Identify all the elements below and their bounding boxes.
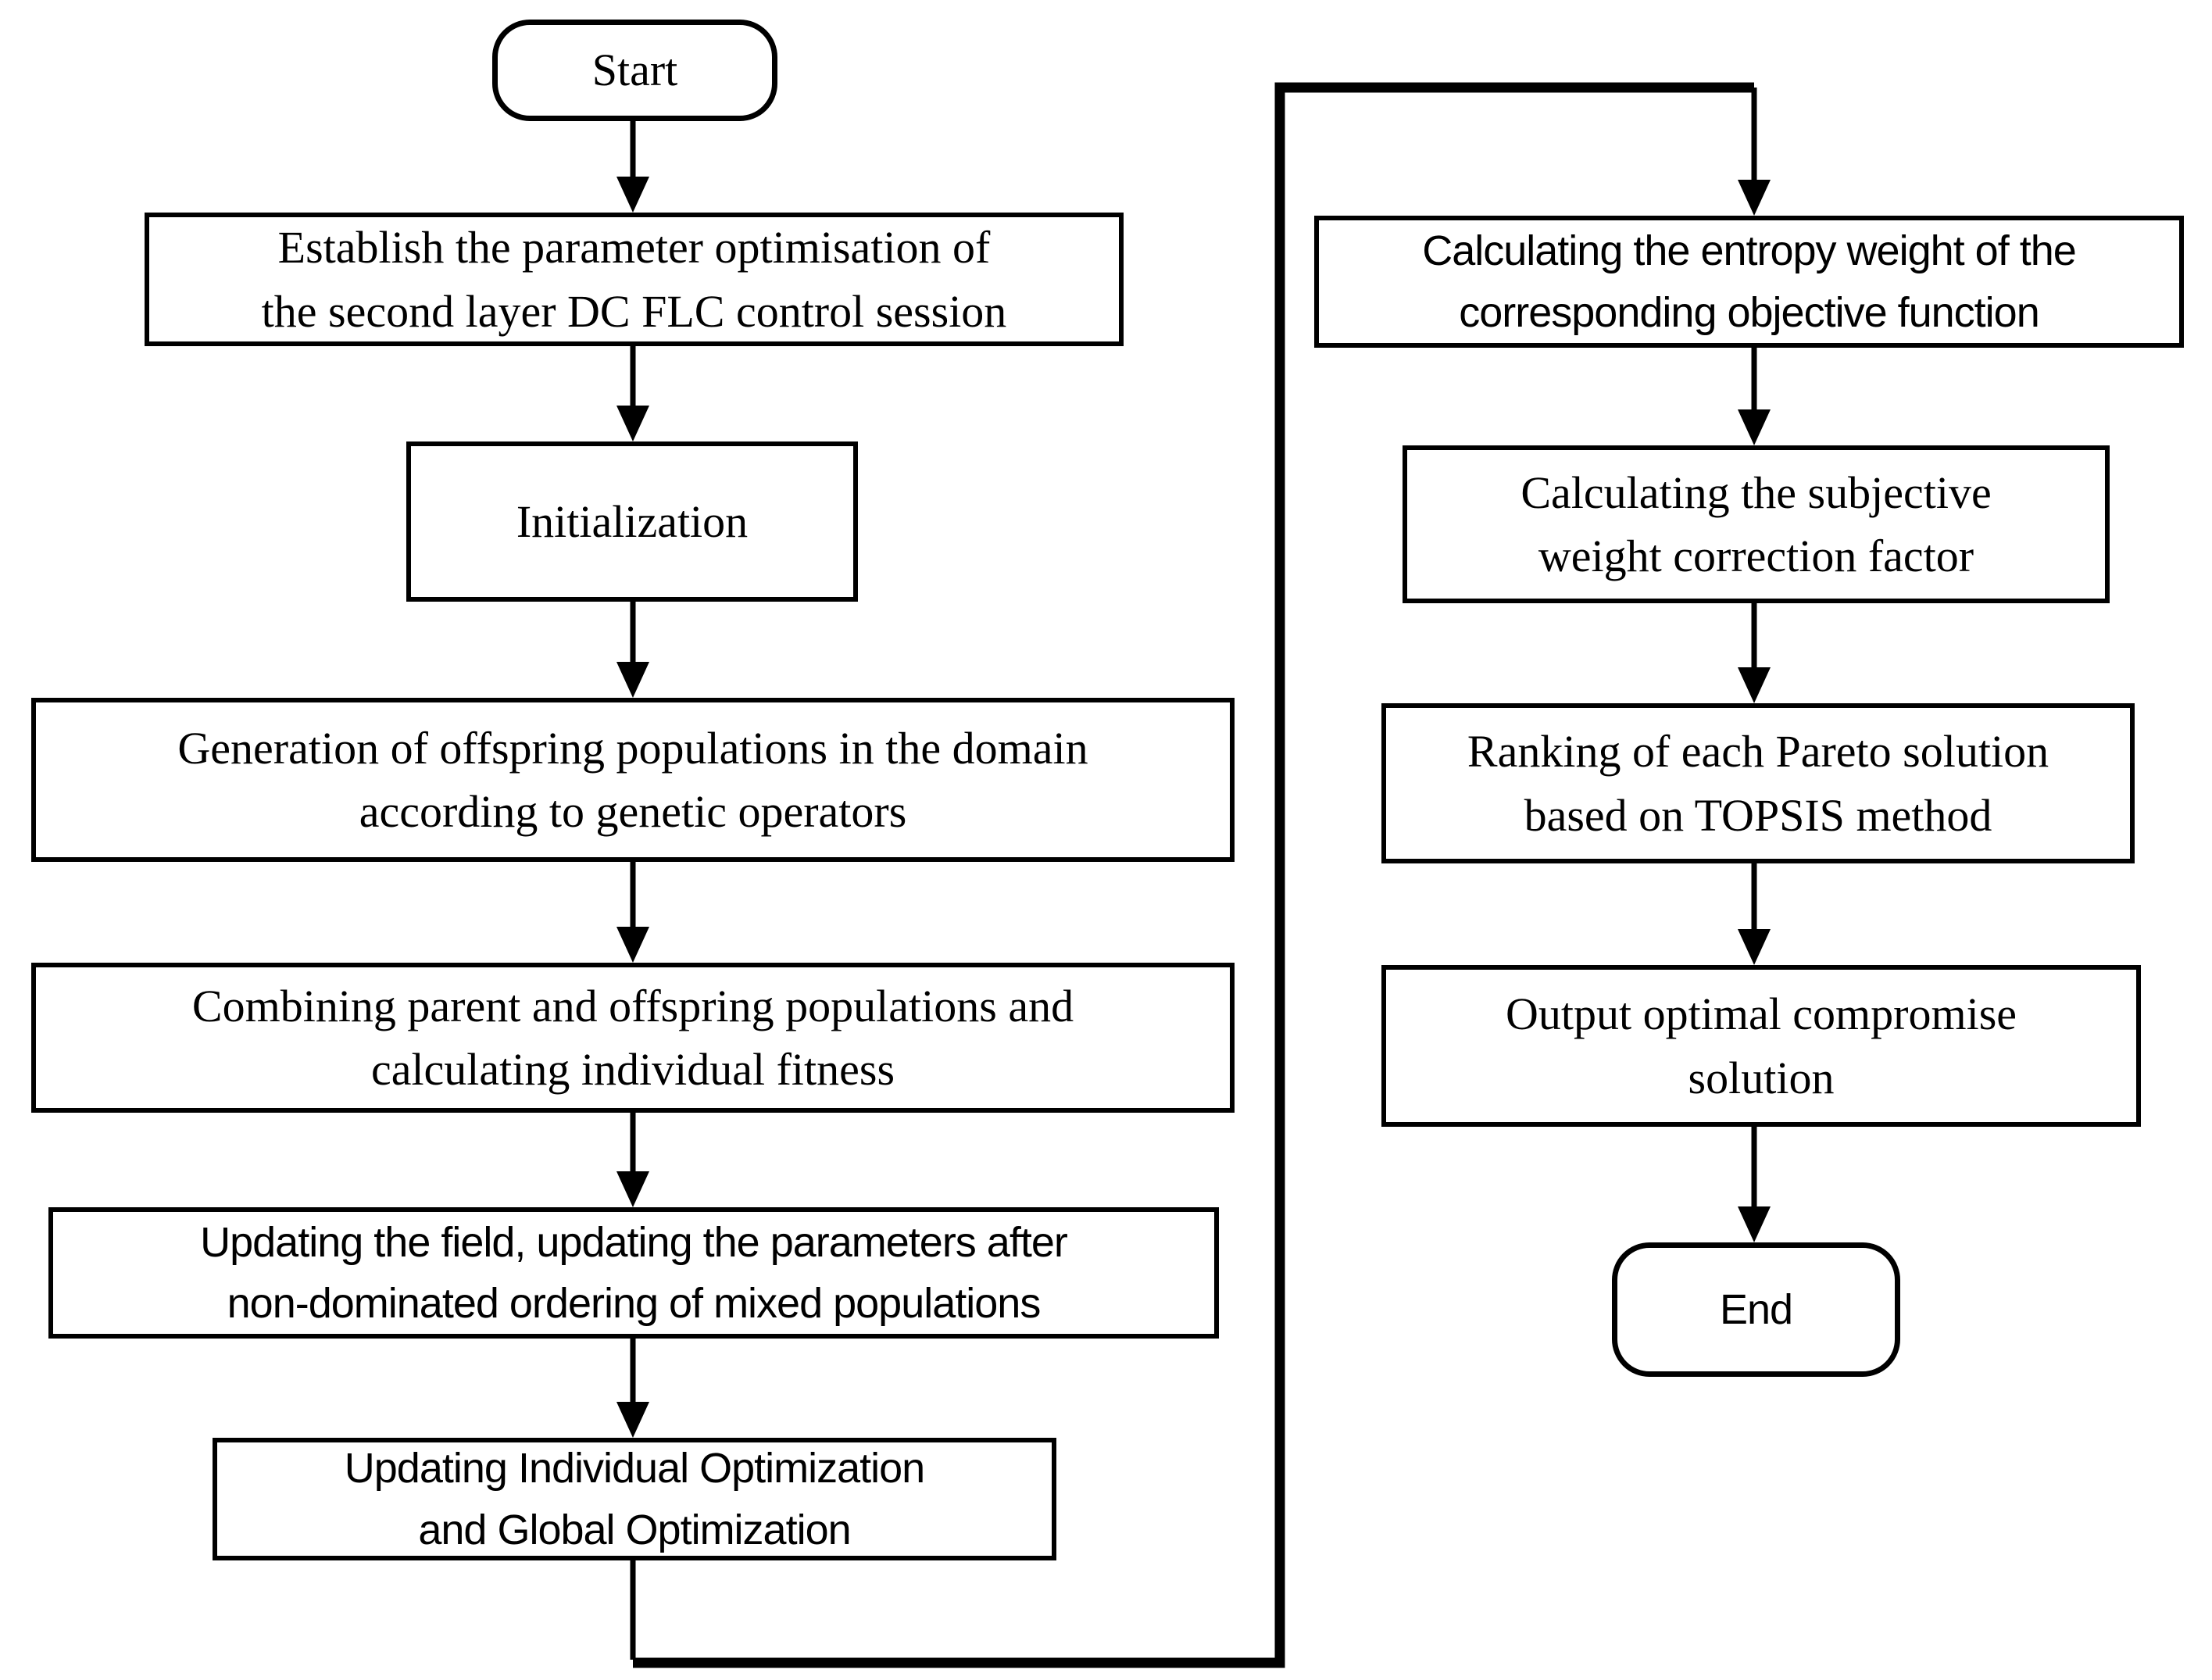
edge-establish-initialization <box>616 345 649 441</box>
node-start: Start <box>492 20 777 121</box>
edge-output-end <box>1738 1125 1771 1242</box>
node-establish-parameter-optimisation: Establish the parameter optimisation of … <box>145 213 1124 346</box>
edge-ranking-output <box>1738 862 1771 965</box>
edge-initialization-generation <box>616 600 649 698</box>
node-generation-offspring: Generation of offspring populations in t… <box>31 698 1235 862</box>
node-updating-field: Updating the field, updating the paramet… <box>48 1207 1219 1339</box>
node-updating-individual-global: Updating Individual Optimization and Glo… <box>213 1438 1056 1560</box>
node-combining-populations: Combining parent and offspring populatio… <box>31 963 1235 1113</box>
edge-updating-individual-entropy-weight <box>630 82 1771 1668</box>
edge-start-establish <box>616 117 649 213</box>
node-ranking-topsis: Ranking of each Pareto solution based on… <box>1381 703 2135 863</box>
node-subjective-weight: Calculating the subjective weight correc… <box>1403 445 2110 603</box>
node-output-optimal: Output optimal compromise solution <box>1381 965 2141 1127</box>
edge-generation-combining <box>616 860 649 963</box>
node-entropy-weight: Calculating the entropy weight of the co… <box>1314 216 2184 348</box>
edge-subjective-ranking <box>1738 602 1771 703</box>
edge-combining-updating-field <box>616 1111 649 1207</box>
edge-entropy-subjective <box>1738 346 1771 445</box>
node-end: End <box>1612 1242 1900 1377</box>
edge-updating-field-updating-individual <box>616 1337 649 1438</box>
node-initialization: Initialization <box>406 441 858 602</box>
